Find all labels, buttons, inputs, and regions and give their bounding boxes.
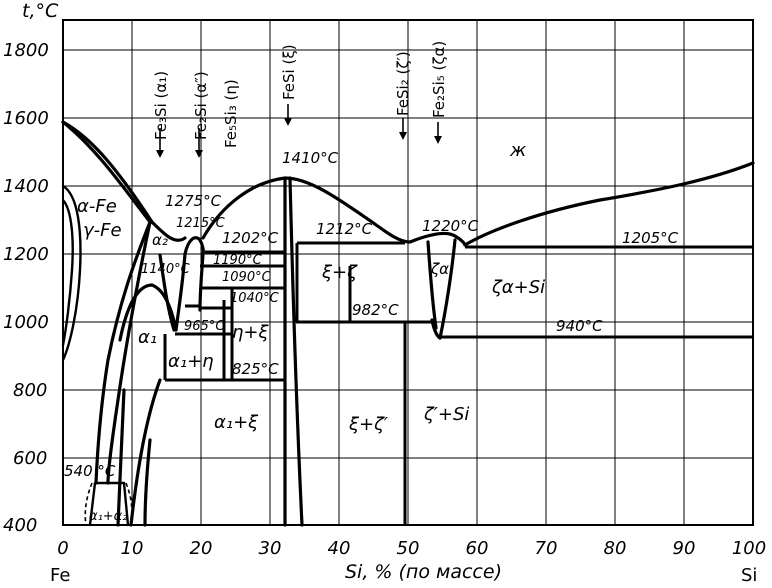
phase-label: ж [509, 140, 527, 161]
zeta-alpha-bottom [430, 318, 442, 340]
isotherms [163, 241, 753, 525]
x-tick-label: 90 [673, 538, 696, 559]
fe2si-right [198, 252, 205, 312]
phase-boundaries [61, 120, 755, 527]
temp-label: 965°C [184, 319, 225, 334]
solidus-fe-side [61, 120, 152, 224]
x-axis-title: Si, % (по массе) [345, 561, 502, 583]
fe2si-left [174, 252, 187, 332]
phase-label: ζ′+Si [423, 404, 469, 425]
temp-label: 1275°C [165, 192, 222, 210]
phase-label: α₂ [152, 231, 168, 249]
y-tick-label: 400 [3, 515, 37, 536]
liquidus-to-fesi [150, 220, 187, 242]
y-tick-label: 1600 [3, 108, 49, 129]
zeta-alpha-right [438, 238, 457, 340]
y-tick-labels: 400 600 800 1000 1200 1400 1600 1800 [3, 40, 49, 536]
temp-label: 540 °C [64, 462, 116, 480]
alpha-ordering-dashed [84, 482, 133, 526]
alpha1-right [158, 253, 176, 332]
temp-label: 1410°C [282, 149, 339, 167]
temp-label: 1040°C [230, 291, 280, 306]
compound-arrowhead [399, 132, 407, 140]
alpha1-lower-left [116, 388, 126, 527]
phase-label: ξ+ζ [321, 262, 358, 283]
liquidus-si-side [463, 161, 755, 247]
alpha1-alpha2-box [88, 481, 130, 527]
compound-markers: Fe₃Si (α₁) Fe₂Si (α″) Fe₅Si₃ (η) FeSi (ξ… [152, 41, 448, 158]
x-tick-labels: 0 10 20 30 40 50 60 70 80 90 100 [57, 538, 766, 559]
temp-label: 1215°C [176, 216, 226, 231]
compound-arrowhead [156, 150, 164, 158]
phase-label: ξ+ζ′ [348, 414, 388, 435]
plot-frame [62, 19, 754, 526]
x-tick-label: 70 [535, 538, 558, 559]
alpha1-dome [118, 283, 178, 342]
phase-label: α₁+α₂ [89, 509, 127, 524]
temp-label: 825°C [232, 360, 279, 378]
phase-label: α-Fe [77, 196, 117, 217]
phase-label: ζα [430, 260, 449, 278]
x-tick-label: 0 [57, 538, 68, 559]
fe2si-dome [183, 236, 205, 256]
phase-label: α₁+ξ [214, 412, 259, 433]
temp-label: 1202°C [222, 229, 279, 247]
phase-label: γ-Fe [83, 220, 122, 241]
x-tick-label: 100 [732, 538, 766, 559]
temp-label: 982°C [352, 301, 399, 319]
phase-label: η+ξ [232, 322, 269, 343]
temp-label: 1090°C [222, 270, 272, 285]
compound-label: Fe₂Si (α″) [192, 71, 210, 140]
liquidus-fesi-dome [201, 176, 412, 244]
temp-label: 1212°C [316, 220, 373, 238]
x-tick-label: 40 [328, 538, 351, 559]
alpha1-bottom-arc [129, 378, 162, 527]
alpha2-left-inner [106, 220, 152, 485]
y-tick-label: 800 [13, 380, 47, 401]
compound-label: Fe₅Si₃ (η) [222, 79, 240, 148]
liquidus-zeta-a [408, 231, 467, 247]
x-tick-label: 80 [604, 538, 627, 559]
x-end-label-si: Si [741, 565, 757, 586]
temperature-labels: 1410°C 1275°C 1215°C 1202°C 1212°C 1220°… [64, 149, 679, 480]
y-tick-label: 1200 [3, 244, 49, 265]
phase-labels: ж α-Fe γ-Fe α₂ α₁ α₁+η η+ξ α₁+ξ ξ+ζ ξ+ζ′… [77, 140, 545, 524]
phase-label: α₁ [138, 327, 157, 348]
gamma-loop-inner [61, 198, 74, 347]
phase-label: ζα+Si [491, 277, 545, 298]
fesi-right [288, 176, 304, 527]
alpha2-left [94, 220, 152, 485]
x-end-label-fe: Fe [50, 565, 70, 586]
compound-arrowhead [284, 118, 292, 126]
y-tick-label: 1800 [3, 40, 49, 61]
compound-label: FeSi₂ (ζ′) [394, 51, 412, 116]
compound-arrowhead [434, 136, 442, 144]
x-tick-label: 60 [466, 538, 489, 559]
temp-label: 1220°C [422, 217, 479, 235]
compound-label: Fe₂Si₅ (ζα) [430, 41, 448, 118]
temp-label: 940°C [556, 317, 603, 335]
x-tick-label: 10 [121, 538, 144, 559]
phase-label: α₁+η [168, 351, 214, 372]
gamma-loop-outer [61, 184, 82, 362]
y-tick-label: 600 [13, 448, 47, 469]
y-tick-label: 1000 [3, 312, 49, 333]
temp-label: 1190°C [213, 253, 263, 268]
y-tick-label: 1400 [3, 176, 49, 197]
compound-label: Fe₃Si (α₁) [152, 71, 170, 140]
temp-label: 1205°C [622, 229, 679, 247]
zeta-alpha-left [426, 240, 438, 330]
compound-label: FeSi (ξ) [280, 44, 298, 100]
x-tick-label: 20 [190, 538, 213, 559]
x-tick-label: 50 [397, 538, 420, 559]
compound-arrowhead [195, 150, 203, 158]
alpha1-lower-right [143, 438, 152, 527]
y-axis-title: t,°C [22, 0, 59, 22]
x-tick-label: 30 [259, 538, 282, 559]
temp-label: 1140°C [141, 262, 191, 277]
